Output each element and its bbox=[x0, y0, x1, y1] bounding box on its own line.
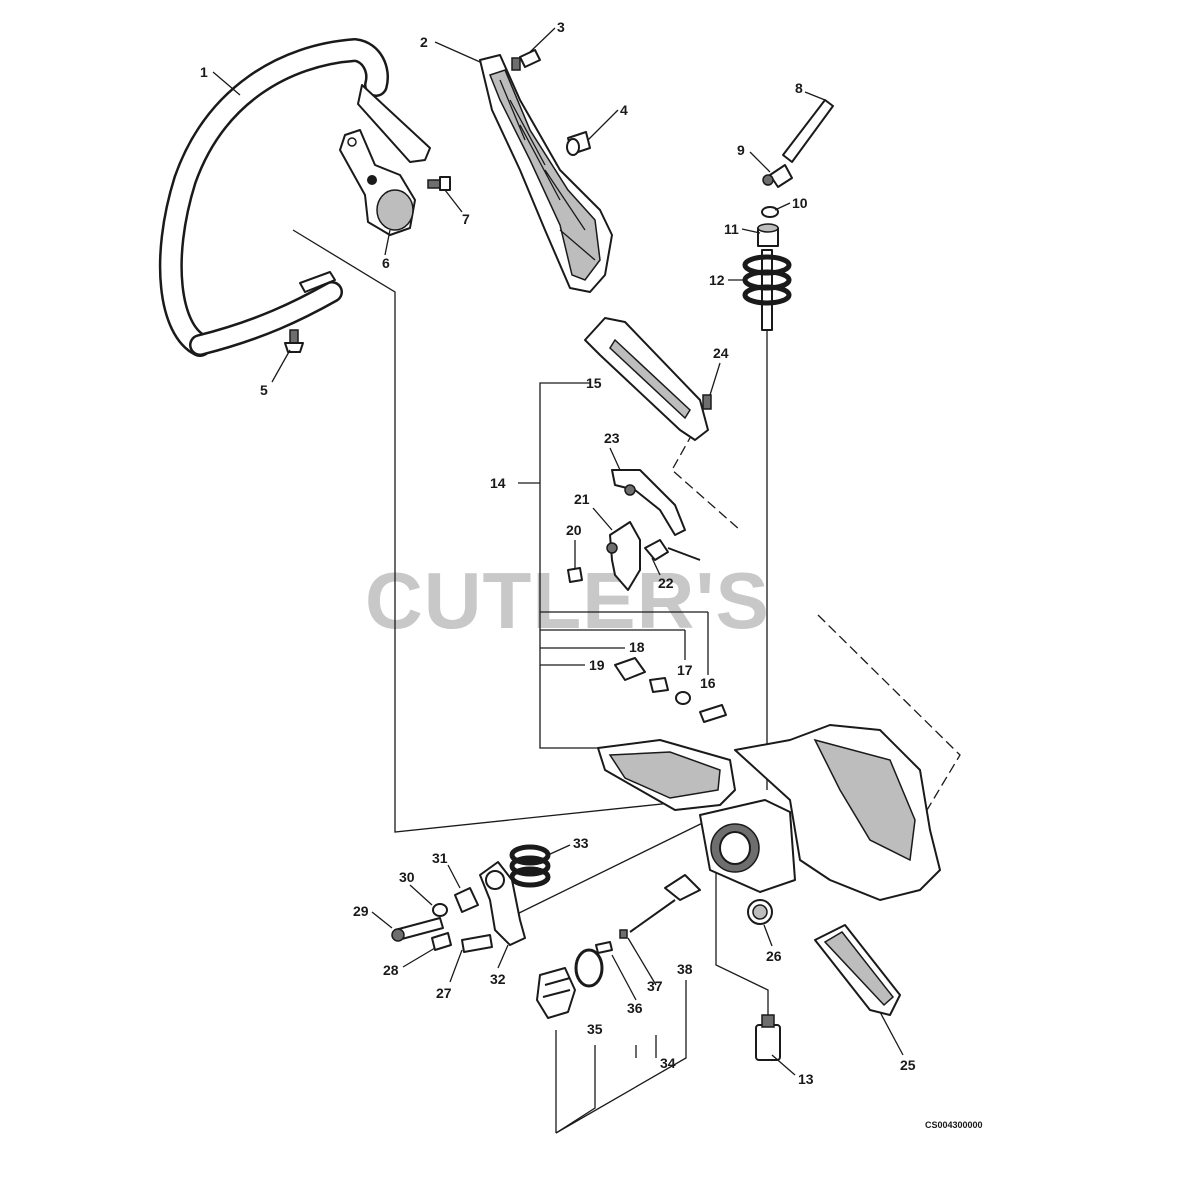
washer-30 bbox=[432, 903, 448, 917]
callout-3: 3 bbox=[557, 19, 565, 35]
callout-4: 4 bbox=[620, 102, 628, 118]
callout-21: 21 bbox=[574, 491, 590, 507]
nut-18 bbox=[649, 677, 669, 693]
screw-5 bbox=[284, 329, 304, 353]
callout-12: 12 bbox=[709, 272, 725, 288]
spring-22 bbox=[644, 539, 701, 561]
bushing-31 bbox=[454, 887, 479, 913]
screw-7 bbox=[427, 176, 451, 191]
callout-8: 8 bbox=[795, 80, 803, 96]
washer-10 bbox=[761, 206, 779, 218]
main-housing bbox=[597, 724, 941, 901]
nut-17 bbox=[675, 691, 691, 705]
callout-leaders bbox=[212, 27, 904, 1076]
callout-36: 36 bbox=[627, 1000, 643, 1016]
callout-38: 38 bbox=[677, 961, 693, 977]
screw-27 bbox=[461, 934, 493, 953]
clip-37 bbox=[619, 929, 628, 939]
strap-38 bbox=[629, 874, 701, 933]
callout-26: 26 bbox=[766, 948, 782, 964]
callout-27: 27 bbox=[436, 985, 452, 1001]
callout-29: 29 bbox=[353, 903, 369, 919]
screw-28 bbox=[431, 932, 452, 951]
spring-12 bbox=[742, 249, 792, 331]
ring-35 bbox=[574, 948, 604, 988]
hand-guard-bracket bbox=[339, 129, 416, 236]
callout-32: 32 bbox=[490, 971, 506, 987]
callout-16: 16 bbox=[700, 675, 716, 691]
callout-18: 18 bbox=[629, 639, 645, 655]
arm-32 bbox=[479, 861, 526, 946]
trigger-21 bbox=[606, 521, 641, 591]
filter-13 bbox=[755, 1014, 781, 1061]
handle-grip bbox=[479, 54, 613, 293]
screw-24 bbox=[702, 394, 712, 410]
callout-2: 2 bbox=[420, 34, 428, 50]
callout-23: 23 bbox=[604, 430, 620, 446]
spring-36 bbox=[595, 941, 613, 954]
screw-3 bbox=[511, 49, 541, 71]
callout-19: 19 bbox=[589, 657, 605, 673]
callout-37: 37 bbox=[647, 978, 663, 994]
front-handle-bar bbox=[158, 37, 431, 357]
callout-15: 15 bbox=[586, 375, 602, 391]
callout-22: 22 bbox=[658, 575, 674, 591]
plug-26 bbox=[747, 899, 773, 925]
callout-24: 24 bbox=[713, 345, 729, 361]
callout-14: 14 bbox=[490, 475, 506, 491]
callout-6: 6 bbox=[382, 255, 390, 271]
diagram-code: CS004300000 bbox=[925, 1120, 983, 1130]
callout-34: 34 bbox=[660, 1055, 676, 1071]
cap-34 bbox=[536, 967, 576, 1019]
callout-30: 30 bbox=[399, 869, 415, 885]
spring-33 bbox=[509, 844, 551, 888]
callout-28: 28 bbox=[383, 962, 399, 978]
callout-10: 10 bbox=[792, 195, 808, 211]
callout-35: 35 bbox=[587, 1021, 603, 1037]
callout-25: 25 bbox=[900, 1057, 916, 1073]
pin-16 bbox=[699, 704, 727, 723]
rod-8 bbox=[782, 99, 834, 163]
callout-labels: 1 2 3 4 5 6 7 8 9 10 11 12 13 14 15 16 1… bbox=[200, 19, 916, 1087]
callout-33: 33 bbox=[573, 835, 589, 851]
pin-20 bbox=[567, 567, 583, 583]
handle-cover-15 bbox=[584, 317, 709, 441]
nut-11 bbox=[757, 223, 779, 247]
screw-29 bbox=[391, 917, 444, 942]
callout-20: 20 bbox=[566, 522, 582, 538]
callout-1: 1 bbox=[200, 64, 208, 80]
callout-13: 13 bbox=[798, 1071, 814, 1087]
bushing-4 bbox=[566, 131, 591, 156]
lever-23 bbox=[611, 469, 686, 536]
callout-9: 9 bbox=[737, 142, 745, 158]
callout-11: 11 bbox=[724, 221, 739, 237]
pad-25 bbox=[814, 924, 901, 1016]
clip-9 bbox=[762, 164, 793, 188]
callout-5: 5 bbox=[260, 382, 268, 398]
plug-19 bbox=[614, 657, 646, 681]
callout-17: 17 bbox=[677, 662, 693, 678]
callout-31: 31 bbox=[432, 850, 448, 866]
callout-7: 7 bbox=[462, 211, 470, 227]
